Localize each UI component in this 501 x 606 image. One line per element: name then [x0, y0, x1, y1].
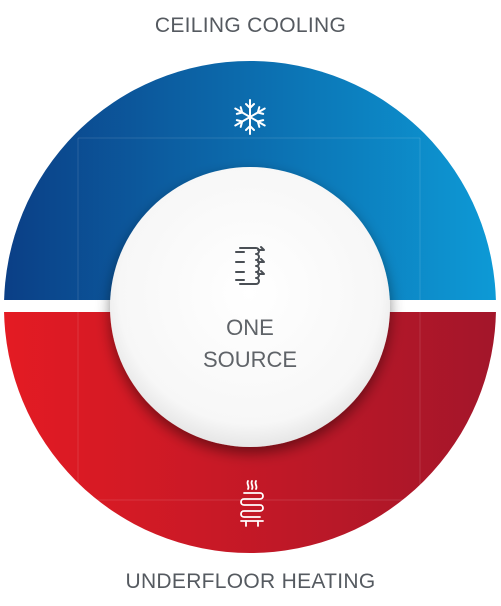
center-label-line-2: SOURCE: [202, 347, 298, 372]
snowflake-icon: [234, 99, 266, 135]
heat-exchanger-icon: [235, 246, 265, 285]
center-disc: [110, 167, 390, 447]
ceiling-cooling-label: CEILING COOLING: [154, 14, 347, 37]
underfloor-heating-icon: [240, 480, 264, 527]
center-label-line-1: ONE: [226, 315, 274, 340]
guide-lines: [77, 137, 421, 501]
underfloor-heating-label: UNDERFLOOR HEATING: [125, 570, 376, 593]
